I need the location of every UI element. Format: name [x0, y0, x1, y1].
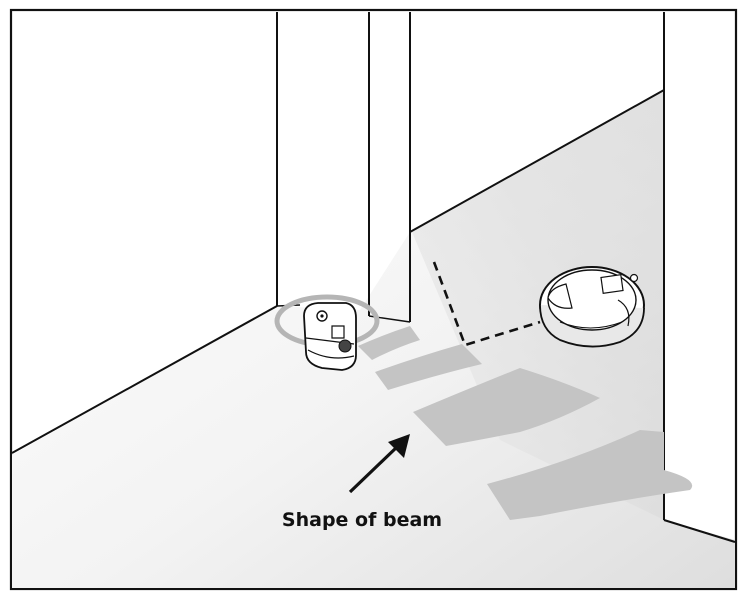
figure-caption: Shape of beam	[281, 509, 443, 531]
robot-vacuum-icon	[539, 266, 645, 348]
beam-arc-2	[375, 344, 482, 390]
beam-arc-3	[413, 368, 600, 446]
beam-arc-1	[358, 326, 420, 360]
left-floor-edge	[11, 305, 278, 454]
far-wall-shading	[412, 90, 664, 520]
far-floor-edge	[409, 89, 665, 233]
beam-arc-4	[487, 430, 693, 520]
robot-path-dashed	[432, 261, 541, 347]
right-wall-base	[663, 519, 736, 543]
pointer-arrow-icon	[348, 434, 410, 494]
virtual-wall-device-icon	[274, 294, 380, 371]
